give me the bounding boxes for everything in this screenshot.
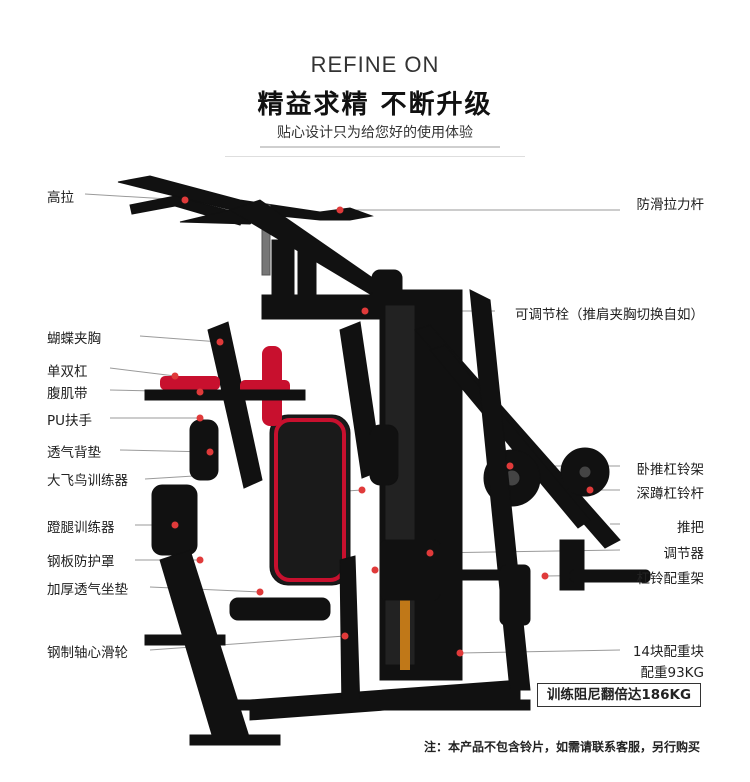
decorative-fine-print-line	[260, 146, 500, 148]
machine-frame	[117, 175, 651, 746]
label-breathable-backrest: 透气背垫	[47, 445, 101, 461]
footnote: 注：本产品不包含铃片，如需请联系客服，另行购买	[423, 740, 700, 754]
label-high-pull: 高拉	[47, 190, 74, 206]
indicator-dots	[171, 196, 594, 657]
label-barbell-weight-rack: 杠铃配重架	[636, 571, 705, 587]
label-adjustable-pin: 可调节栓（推肩夹胸切换自如）	[515, 307, 704, 323]
label-pec-fly-trainer: 大飞鸟训练器	[47, 473, 128, 489]
label-steel-guard: 钢板防护罩	[47, 554, 115, 570]
header-title-cn: 精益求精 不断升级	[257, 90, 493, 120]
label-steel-pulley: 钢制轴心滑轮	[47, 645, 128, 661]
label-leg-press-trainer: 蹬腿训练器	[47, 520, 115, 536]
label-thick-seat: 加厚透气坐垫	[47, 582, 128, 598]
label-butterfly-chest: 蝴蝶夹胸	[47, 331, 101, 347]
header-title-en: REFINE ON	[310, 52, 440, 77]
label-dip-bars: 单双杠	[47, 364, 88, 380]
label-push-handle: 推把	[677, 520, 704, 536]
resistance-callout: 训练阻尼翻倍达186KG	[537, 683, 701, 707]
label-adjuster: 调节器	[663, 546, 705, 562]
label-bench-press-rack: 卧推杠铃架	[636, 462, 705, 478]
decorative-fine-print-line	[225, 156, 525, 157]
label-pu-armrest: PU扶手	[47, 413, 93, 429]
label-weight-blocks: 14块配重块	[632, 644, 704, 660]
label-weight-total: 配重93KG	[640, 665, 705, 681]
label-anti-slip-bar: 防滑拉力杆	[636, 197, 705, 213]
header-subtitle: 贴心设计只为给您好的使用体验	[277, 125, 473, 141]
label-squat-bar: 深蹲杠铃杆	[636, 486, 705, 502]
label-ab-straps: 腹肌带	[47, 386, 88, 402]
